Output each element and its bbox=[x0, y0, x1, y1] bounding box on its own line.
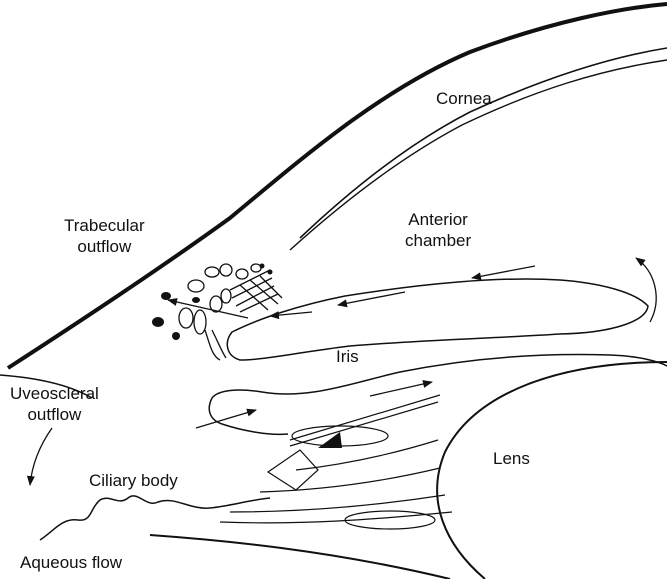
ciliary-body-label: Ciliary body bbox=[89, 470, 178, 491]
anterior-chamber-label: Anterior chamber bbox=[405, 209, 471, 251]
ciliary-body-lower-line bbox=[150, 535, 450, 579]
zonule-fibers bbox=[220, 395, 452, 529]
cornea-label: Cornea bbox=[436, 88, 492, 109]
ciliary-body-fold bbox=[209, 398, 288, 434]
lens-outline bbox=[437, 362, 667, 579]
trabecular-pigment bbox=[152, 264, 273, 341]
iris-outline bbox=[227, 279, 648, 360]
sclera-outer-line bbox=[8, 4, 667, 368]
ciliary-body-outline bbox=[212, 354, 667, 398]
trabecular-outflow-label: Trabecular outflow bbox=[64, 215, 145, 257]
aqueous-flow-label: Aqueous flow bbox=[20, 552, 122, 573]
uveoscleral-outflow-label: Uveoscleral outflow bbox=[10, 383, 99, 425]
iris-label: Iris bbox=[336, 346, 359, 367]
trabecular-meshwork bbox=[179, 264, 282, 360]
cornea-inner-line bbox=[300, 48, 667, 238]
lens-label: Lens bbox=[493, 448, 530, 469]
ciliary-process-line bbox=[40, 496, 270, 540]
